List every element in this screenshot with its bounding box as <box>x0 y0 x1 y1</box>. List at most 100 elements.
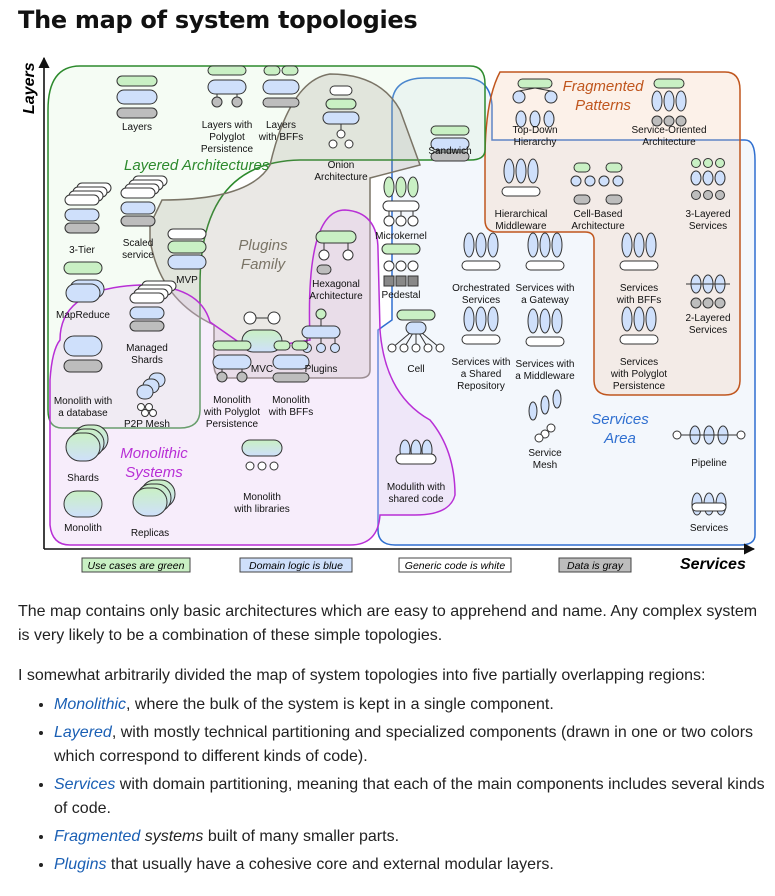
region-label-services-1: Services <box>591 411 649 428</box>
link-layered[interactable]: Layered <box>54 724 112 741</box>
x-axis-label: Services <box>680 556 746 573</box>
node-icon-mvp <box>167 228 207 270</box>
node-icon-mvc <box>241 311 283 353</box>
node-label-cellbased: Architecture <box>571 221 625 232</box>
node-label-tier3: 3-Tier <box>69 245 95 256</box>
node-label-svcbffs: Services <box>620 283 658 294</box>
services-region <box>377 77 756 546</box>
node-icon-microkernel <box>382 176 420 227</box>
legend: Use cases are green Domain logic is blue… <box>81 557 632 573</box>
link-plugins[interactable]: Plugins <box>54 856 107 873</box>
fragmented-region <box>484 71 741 396</box>
node-icon-shards <box>65 424 109 462</box>
node-icon-pipeline <box>672 425 746 445</box>
node-icon-tophier <box>512 78 558 128</box>
node-label-monodb: Monolith with <box>54 396 112 407</box>
layered-region <box>47 65 486 429</box>
region-label-fragmented-2: Patterns <box>575 97 631 114</box>
node-icon-svcbffs <box>619 232 659 271</box>
list-item: Layered, with mostly technical partition… <box>54 721 774 769</box>
node-label-soa: Service-Oriented <box>631 125 706 136</box>
node-icon-cell <box>387 309 445 353</box>
node-icon-tier3 <box>64 182 112 234</box>
node-label-monolith: Monolith <box>64 523 102 534</box>
node-icon-monobffs <box>272 340 310 383</box>
node-label-svcbffs: with BFFs <box>616 295 661 306</box>
node-icon-layers <box>116 75 158 119</box>
node-label-managed: Shards <box>131 355 163 366</box>
node-icon-soa <box>651 78 687 127</box>
node-icon-monolith <box>63 490 103 518</box>
node-label-orchestrated: Services <box>462 295 500 306</box>
node-icon-managed <box>129 280 177 332</box>
node-icon-hiermid <box>501 158 541 197</box>
paragraph-regions: I somewhat arbitrarily divided the map o… <box>18 667 706 684</box>
node-icon-middleware <box>525 308 565 347</box>
node-icon-modulith <box>395 439 437 465</box>
region-label-fragmented-1: Fragmented <box>563 78 645 95</box>
node-label-polyglot: Polyglot <box>209 132 245 143</box>
legend-swatch-gray <box>558 557 632 573</box>
node-icon-pedestal <box>381 243 421 287</box>
node-label-layers: Layers <box>122 122 152 133</box>
node-label-middleware: a Middleware <box>515 371 575 382</box>
node-icon-layered2 <box>686 274 730 309</box>
node-icon-replicas <box>132 479 176 517</box>
node-icon-gateway <box>525 232 565 271</box>
legend-label-white: Generic code is white <box>405 560 506 572</box>
list-item: Services with domain partitioning, meani… <box>54 773 774 821</box>
list-item: Plugins that usually have a cohesive cor… <box>54 853 774 877</box>
node-label-hiermid: Hierarchical <box>495 209 548 220</box>
node-icon-cellbased <box>570 162 624 205</box>
node-icon-mapreduce <box>63 261 105 303</box>
legend-swatch-blue <box>239 557 353 573</box>
node-label-layered3: 3-Layered <box>685 209 730 220</box>
node-label-monobffs: Monolith <box>272 395 310 406</box>
node-label-middleware: Services with <box>516 359 575 370</box>
node-label-polyglot: Persistence <box>201 144 254 155</box>
node-label-mesh: Mesh <box>533 460 557 471</box>
node-label-tophier: Top-Down <box>512 125 557 136</box>
node-label-scaled: service <box>122 250 154 261</box>
node-label-gateway: a Gateway <box>521 295 569 306</box>
node-label-soa: Architecture <box>642 137 696 148</box>
link-fragmented[interactable]: Fragmented <box>54 828 141 845</box>
node-label-modulith: Modulith with <box>387 482 445 493</box>
node-icons <box>63 65 746 518</box>
node-label-shards: Shards <box>67 473 99 484</box>
node-label-sharedrepo: Repository <box>457 381 505 392</box>
node-label-p2p: P2P Mesh <box>124 419 170 430</box>
plugins-region <box>149 73 421 379</box>
node-label-monopoly: with Polyglot <box>203 407 260 418</box>
node-label-microkernel: Microkernel <box>375 231 427 242</box>
node-label-services: Services <box>690 523 728 534</box>
node-label-sharedrepo: a Shared <box>461 369 502 380</box>
node-label-gateway: Services with <box>516 283 575 294</box>
region-label-monolithic-2: Systems <box>125 464 183 481</box>
node-label-mapreduce: MapReduce <box>56 310 110 321</box>
node-icon-orchestrated <box>461 232 501 271</box>
link-services[interactable]: Services <box>54 776 116 793</box>
node-label-cell: Cell <box>407 364 424 375</box>
node-label-cellbased: Cell-Based <box>574 209 623 220</box>
region-label-layered: Layered Architectures <box>124 157 270 174</box>
node-label-layered2: Services <box>689 325 727 336</box>
node-icon-bffs <box>262 65 300 108</box>
node-label-bffs: with BFFs <box>258 132 303 143</box>
node-label-hiermid: Middleware <box>495 221 547 232</box>
legend-label-blue: Domain logic is blue <box>249 560 343 572</box>
node-icon-sharedrepo <box>461 306 501 345</box>
list-item: Monolithic, where the bulk of the system… <box>54 693 774 717</box>
node-label-monopoly: Monolith <box>213 395 251 406</box>
link-monolithic[interactable]: Monolithic <box>54 696 127 713</box>
node-label-modulith: shared code <box>388 494 443 505</box>
node-label-svcpolyglot: with Polyglot <box>610 369 667 380</box>
legend-label-gray: Data is gray <box>567 560 624 572</box>
node-icon-layered3 <box>690 158 726 200</box>
legend-label-green: Use cases are green <box>88 560 185 572</box>
node-icon-polyglot <box>207 65 247 108</box>
y-axis-label: Layers <box>21 62 38 114</box>
node-label-pipeline: Pipeline <box>691 458 727 469</box>
node-label-mvp: MVP <box>176 275 198 286</box>
